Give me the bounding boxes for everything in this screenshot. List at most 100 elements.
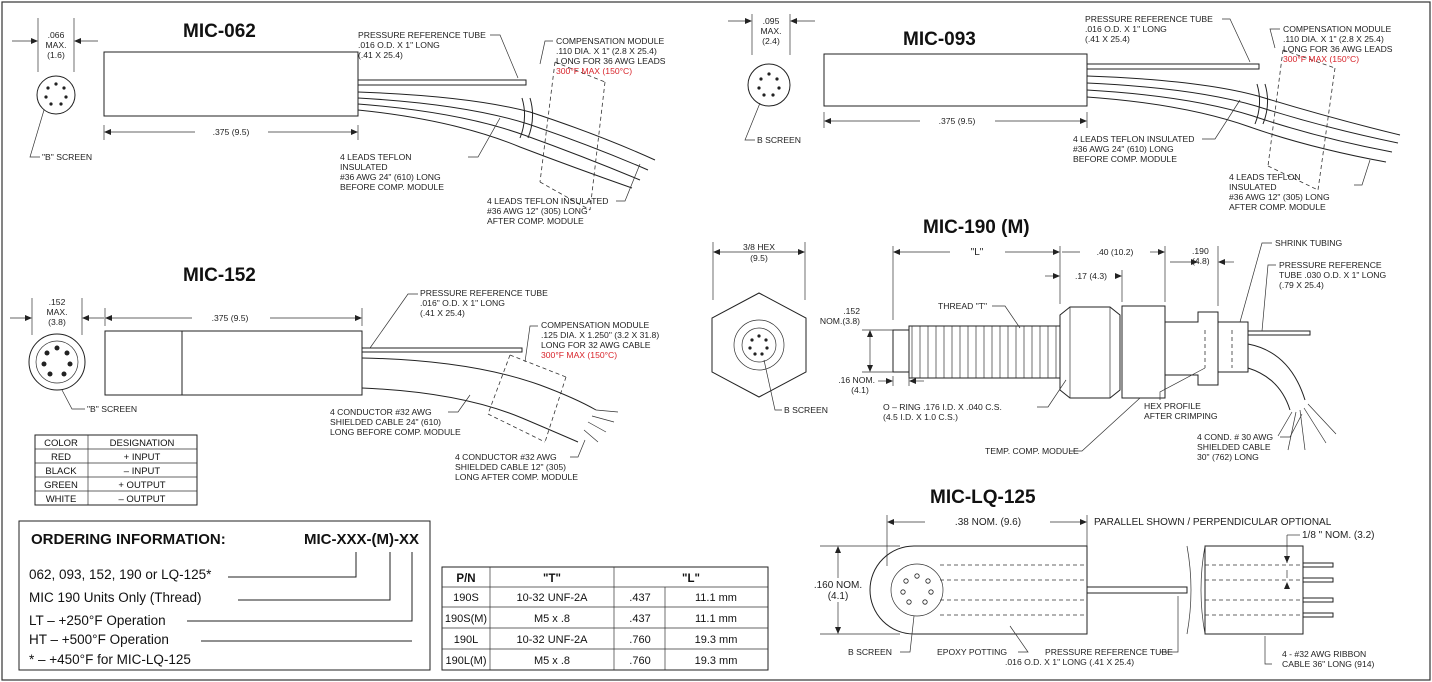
mic-062-leads-before-1: 4 LEADS TEFLON — [340, 152, 411, 162]
mic-062-pins — [44, 82, 68, 106]
mic-093-leads-after-1: 4 LEADS TEFLON — [1229, 172, 1300, 182]
mic-190-cable-1: 4 COND. # 30 AWG — [1197, 432, 1273, 442]
mic-062-tube — [357, 79, 527, 86]
mic-lq-125-dia-2: (4.1) — [828, 591, 849, 602]
mic-190-threaded-body — [908, 325, 1061, 379]
mic-093-dia-line3: (2.4) — [762, 36, 780, 46]
mic-190-shrink-label: SHRINK TUBING — [1275, 238, 1342, 248]
ordering-information-box: ORDERING INFORMATION: MIC-XXX-(M)-XX 062… — [18, 520, 431, 671]
mic-152-cable-before-3: LONG BEFORE COMP. MODULE — [330, 427, 461, 437]
mic-093-length-label: .375 (9.5) — [939, 116, 976, 126]
mic-lq-125-tube-note-1: PRESSURE REFERENCE TUBE — [1045, 647, 1173, 657]
mic-093-tube — [1086, 63, 1260, 70]
mic-093-tube-note-3: (.41 X 25.4) — [1085, 34, 1130, 44]
mic-190-cable-2: SHIELDED CABLE — [1197, 442, 1271, 452]
mic-093-dia-line1: .095 — [763, 16, 780, 26]
mic-190-temp-module: TEMP. COMP. MODULE — [985, 446, 1079, 456]
mic-152-end-view-outer — [28, 333, 86, 391]
ordering-line-4: HT – +500°F Operation — [29, 632, 169, 647]
pn-table-cell: 190S — [453, 592, 479, 604]
mic-062-length-label: .375 (9.5) — [213, 127, 250, 137]
mic-lq-125-epoxy: EPOXY POTTING — [937, 647, 1007, 657]
color-table-cell: – OUTPUT — [119, 494, 166, 505]
mic-062-leads-after-1: 4 LEADS TEFLON INSULATED — [487, 196, 608, 206]
color-table-header-color: COLOR — [44, 438, 78, 449]
pn-table-cell: .760 — [629, 655, 650, 667]
color-table-cell: BLACK — [45, 466, 77, 477]
mic-152-screen-label: "B" SCREEN — [87, 404, 137, 414]
mic-062-dia-line3: (1.6) — [47, 50, 65, 60]
mic-093-screen-label: B SCREEN — [757, 135, 801, 145]
mic-190-dim-17: .17 (4.3) — [1075, 271, 1107, 281]
mic-190-cable-3: 30" (762) LONG — [1197, 452, 1259, 462]
color-designation-table: COLOR DESIGNATION RED + INPUT BLACK – IN… — [34, 434, 198, 506]
mic-062-title: MIC-062 — [183, 21, 256, 42]
mic-093-dia-line2: MAX. — [760, 26, 781, 36]
ordering-heading: ORDERING INFORMATION: — [31, 531, 226, 548]
color-table-cell: RED — [51, 452, 71, 463]
mic-152-body — [104, 330, 363, 396]
mic-190-hex-label-2: (9.5) — [750, 253, 768, 263]
mic-lq-125-end-face — [890, 563, 944, 617]
mic-190-dim-190-1: .190 — [1192, 246, 1209, 256]
mic-190-dim-16-2: (4.1) — [851, 385, 869, 395]
mic-190-tube — [1247, 330, 1311, 336]
mic-062-tube-note-2: .016 O.D. X 1" LONG — [358, 40, 440, 50]
mic-190-hex-label-1: 3/8 HEX — [743, 242, 775, 252]
mic-190-tube-note-1: PRESSURE REFERENCE — [1279, 260, 1382, 270]
mic-062-screen-label: "B" SCREEN — [42, 152, 92, 162]
mic-190-dim-152-2: NOM.(3.8) — [820, 316, 860, 326]
mic-190-screen-label: B SCREEN — [784, 405, 828, 415]
mic-190-hex-end-view — [711, 292, 807, 398]
mic-152-tube-note-3: (.41 X 25.4) — [420, 308, 465, 318]
mic-lq-125-screen-label: B SCREEN — [848, 647, 892, 657]
mic-093-leads-after-4: AFTER COMP. MODULE — [1229, 202, 1326, 212]
mic-152-tube-note-1: PRESSURE REFERENCE TUBE — [420, 288, 548, 298]
mic-152-comp-note-3: LONG FOR 32 AWG CABLE — [541, 340, 651, 350]
mic-093-leads-after-2: INSULATED — [1229, 182, 1277, 192]
mic-062-end-view — [36, 75, 76, 115]
ordering-line-1: 062, 093, 152, 190 or LQ-125* — [29, 567, 212, 582]
ordering-code: MIC-XXX-(M)-XX — [304, 531, 419, 548]
mic-152-pins — [41, 345, 73, 377]
mic-190-dim-190-2: (4.8) — [1192, 256, 1210, 266]
mic-190-shrink-tubing — [1217, 321, 1249, 373]
pn-table-header-t: "T" — [543, 573, 561, 585]
mic-lq-125-length-label: .38 NOM. (9.6) — [955, 517, 1021, 528]
mic-190-collar — [1121, 305, 1166, 399]
mic-152-cable-after-3: LONG AFTER COMP. MODULE — [455, 472, 578, 482]
pn-table-header-pn: P/N — [456, 573, 475, 585]
mic-093-leads-before-2: #36 AWG 24" (610) LONG — [1073, 144, 1174, 154]
mic-152-length-label: .375 (9.5) — [212, 313, 249, 323]
pn-table-cell: 19.3 mm — [695, 634, 738, 646]
mic-190-title: MIC-190 (M) — [923, 217, 1030, 238]
pn-table-cell: 190L(M) — [446, 655, 487, 667]
mic-062-tube-note-3: (.41 X 25.4) — [358, 50, 403, 60]
mic-152-end-view-inner — [35, 340, 79, 384]
mic-062-temp-note: 300°F MAX (150°C) — [556, 66, 632, 76]
pn-table-cell: .760 — [629, 634, 650, 646]
mic-190-pins — [748, 334, 769, 356]
mic-152-comp-note-2: .125 DIA. X 1.250" (3.2 X 31.8) — [541, 330, 659, 340]
mic-062-dia-line2: MAX. — [45, 40, 66, 50]
mic-190-drawing: MIC-190 (M) 3/8 HEX (9.5) B SCREEN — [711, 217, 1386, 462]
mic-062-body — [103, 51, 359, 117]
mic-093-tube-note-2: .016 O.D. X 1" LONG — [1085, 24, 1167, 34]
mic-062-leads-before-2: INSULATED — [340, 162, 388, 172]
pn-table-cell: M5 x .8 — [534, 655, 570, 667]
mic-152-drawing: MIC-152 .152 MAX. (3.8) "B" SCREEN .375 … — [10, 265, 659, 482]
mic-152-dia-line2: MAX. — [46, 307, 67, 317]
mic-093-leads-after-3: #36 AWG 12" (305) LONG — [1229, 192, 1330, 202]
ordering-line-3: LT – +250°F Operation — [29, 613, 166, 628]
pn-table-cell: 10-32 UNF-2A — [517, 634, 589, 646]
mic-093-comp-note-1: COMPENSATION MODULE — [1283, 24, 1391, 34]
mic-093-leads-before-3: BEFORE COMP. MODULE — [1073, 154, 1177, 164]
mic-190-dim-40: .40 (10.2) — [1097, 247, 1134, 257]
mic-lq-125-dia-1: .160 NOM. — [814, 580, 862, 591]
mic-190-tube-note-2: TUBE .030 O.D. X 1" LONG — [1279, 270, 1386, 280]
mic-062-drawing: MIC-062 .066 MAX. (1.6) "B" SCREEN .375 … — [12, 18, 666, 226]
color-table-cell: + INPUT — [124, 452, 161, 463]
mic-lq-125-orientation: PARALLEL SHOWN / PERPENDICULAR OPTIONAL — [1094, 517, 1332, 528]
mic-152-tube-note-2: .016" O.D. X 1" LONG — [420, 298, 505, 308]
